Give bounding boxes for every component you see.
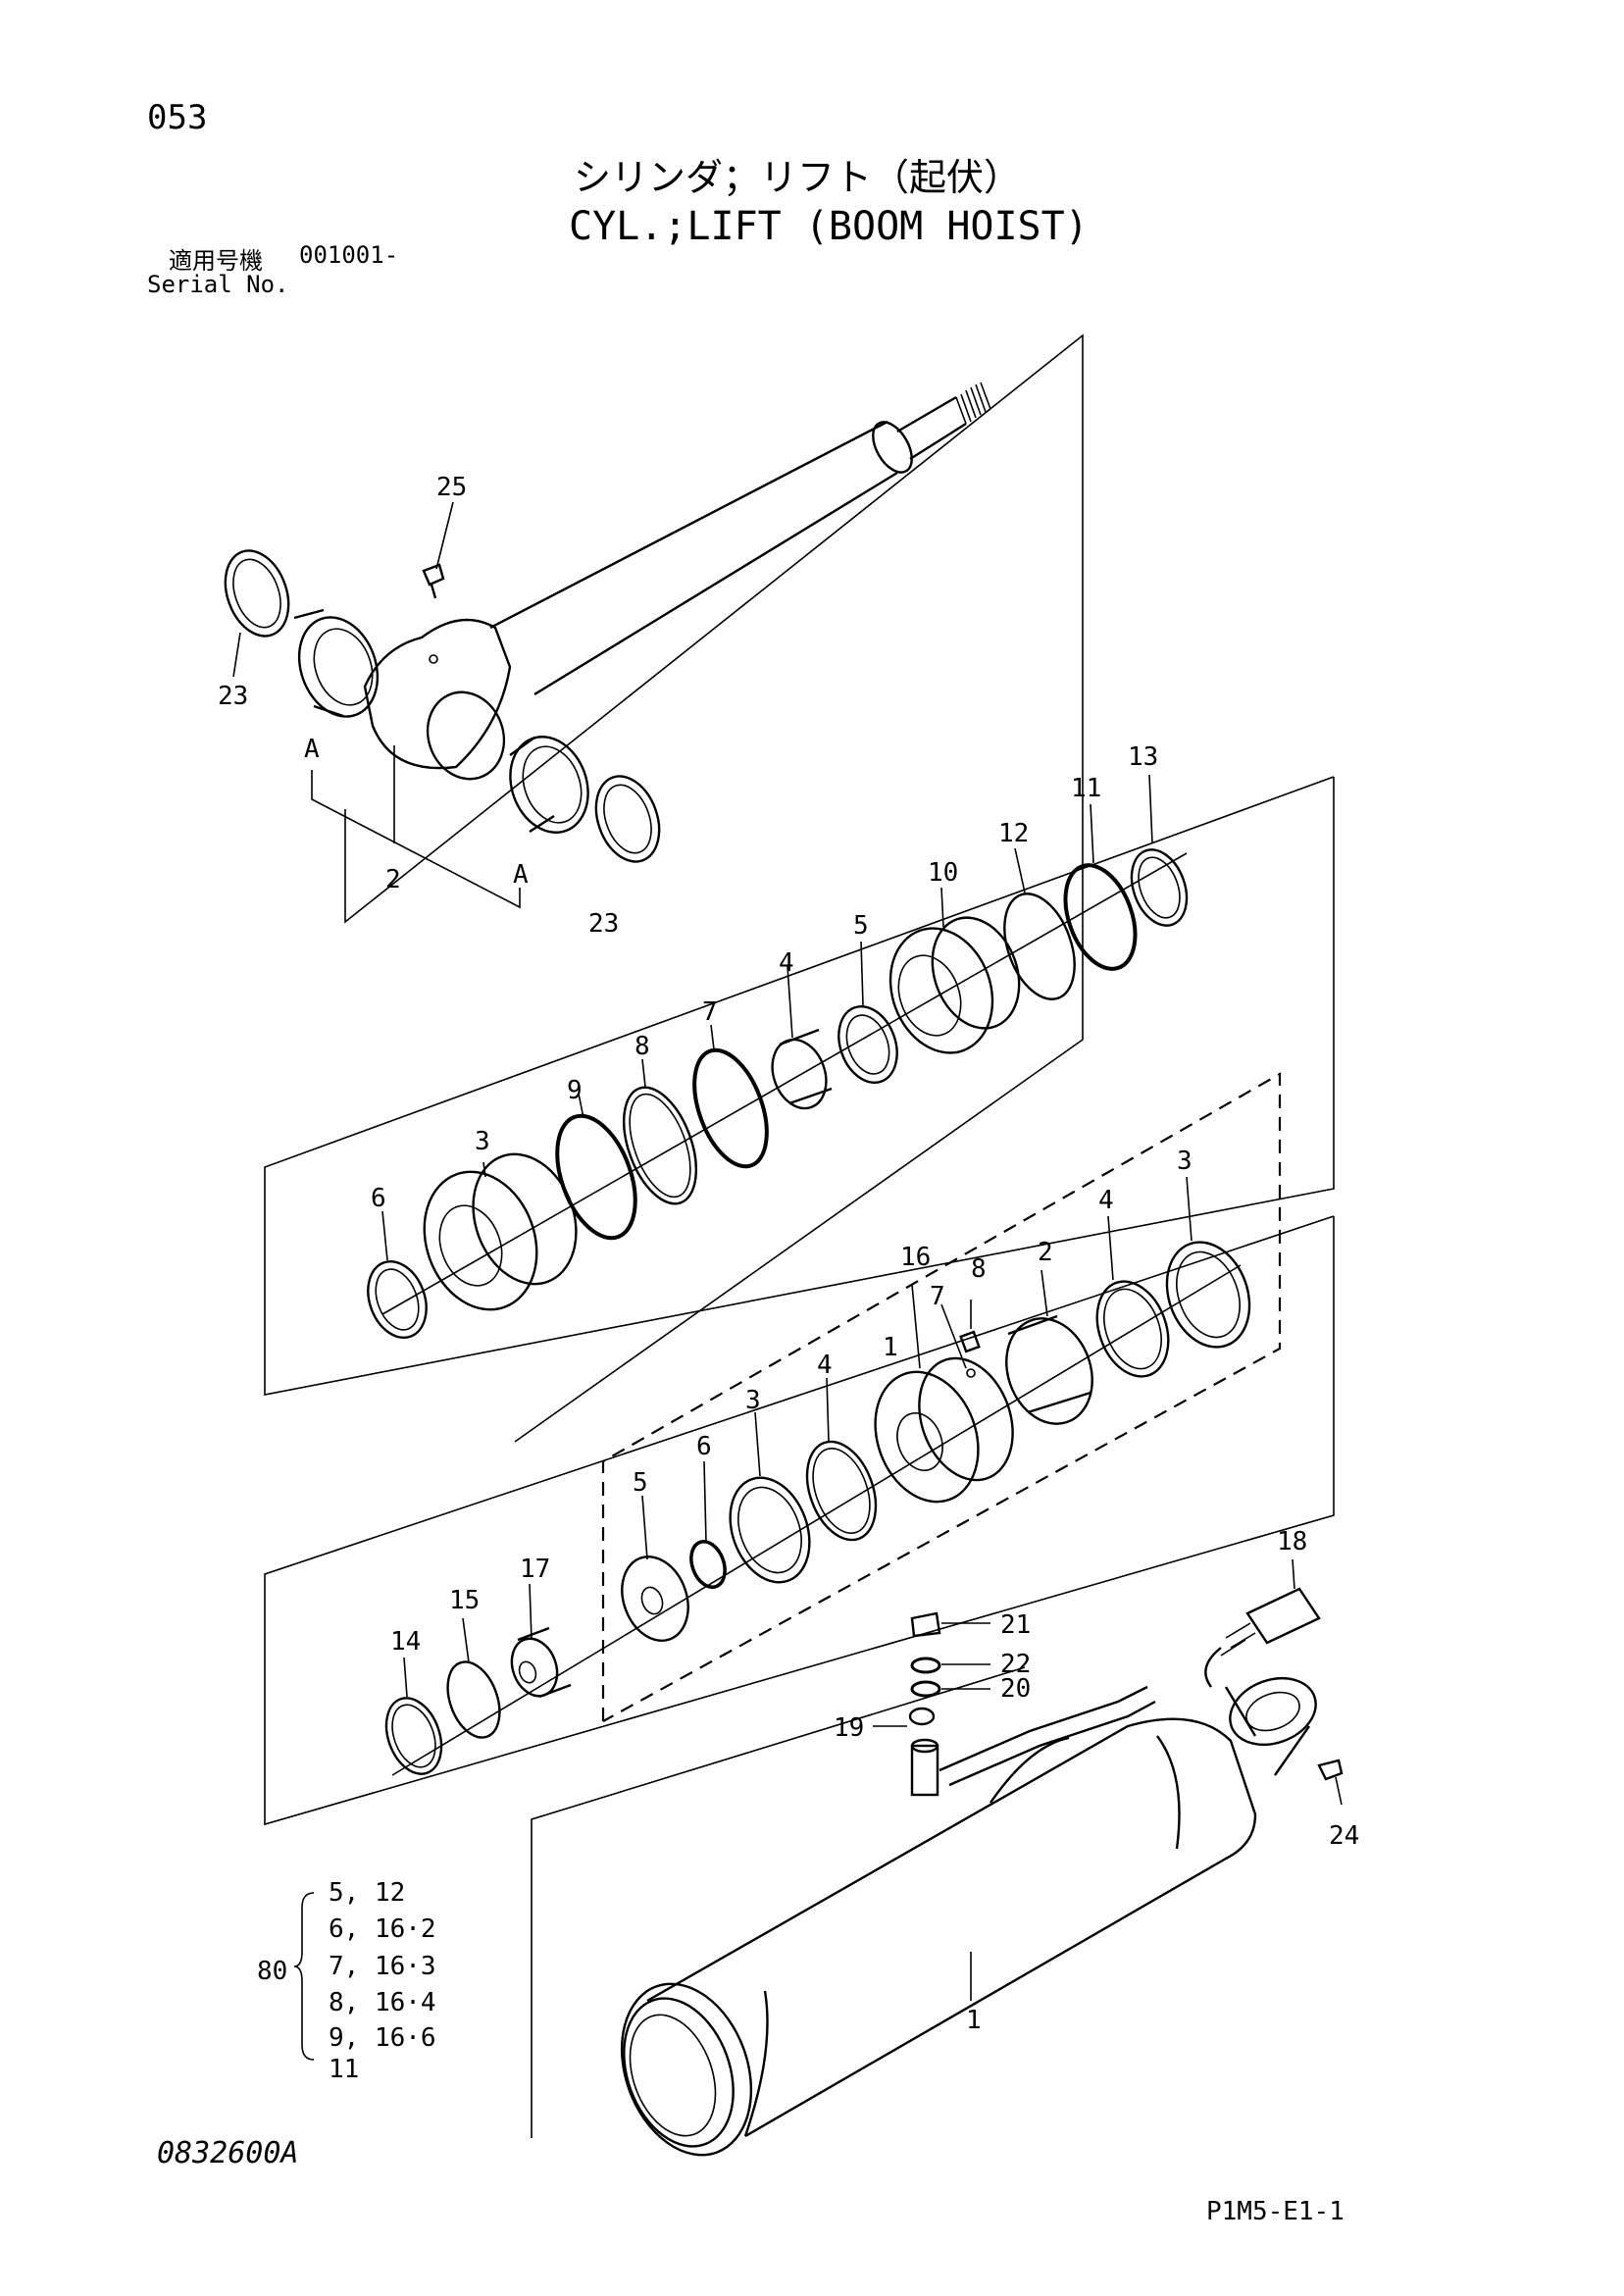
- callout-2: 2: [1038, 1238, 1053, 1267]
- callout-7: 7: [930, 1282, 945, 1311]
- cylinder-tube-assembly: 18 21 22 20 19 24 1: [531, 1527, 1359, 2157]
- callout-16: 16: [900, 1243, 931, 1272]
- callout-5: 5: [853, 911, 869, 941]
- callout-18: 18: [1277, 1527, 1307, 1556]
- kit-item: 7, 16·3: [329, 1952, 436, 1981]
- callout-3: 3: [745, 1386, 761, 1415]
- seal-kit-brace: [293, 1892, 315, 2061]
- title-english: CYL.;LIFT (BOOM HOIST): [569, 204, 1089, 249]
- callout-8: 8: [634, 1032, 650, 1061]
- callout-23: 23: [588, 909, 619, 939]
- kit-item: 11: [329, 2055, 360, 2084]
- page-number: 053: [147, 98, 208, 137]
- callout-10: 10: [928, 858, 958, 888]
- callout-21: 21: [1000, 1610, 1031, 1640]
- serial-value: 001001-: [299, 241, 399, 269]
- kit-item: 5, 12: [329, 1878, 406, 1908]
- piston-assembly: 16 8 7 2 4 3 1 4 3 6 5 17 15 14: [264, 1072, 1335, 1826]
- callout-9: 9: [567, 1076, 583, 1105]
- callout-4: 4: [817, 1351, 833, 1380]
- callout-12: 12: [998, 819, 1029, 848]
- callout-22: 22: [1000, 1650, 1031, 1679]
- callout-2: 2: [385, 865, 401, 894]
- cylinder-head-assembly: 13 11 12 10 5 4 7 8 9 3 6: [264, 742, 1335, 1396]
- callout-20: 20: [1000, 1674, 1031, 1704]
- piston-rod-assembly: 25 23 A 2 A 23: [218, 333, 1084, 1443]
- drawing-number: 0832600A: [157, 2136, 299, 2170]
- callout-11: 11: [1071, 774, 1101, 803]
- callout-3: 3: [475, 1127, 490, 1156]
- kit-number: 80: [257, 1957, 288, 1986]
- callout-14: 14: [390, 1627, 421, 1657]
- callout-13: 13: [1128, 742, 1158, 772]
- callout-19: 19: [834, 1713, 864, 1743]
- serial-label-jp: 適用号機: [169, 247, 263, 275]
- callout-25: 25: [436, 473, 467, 502]
- callout-6: 6: [696, 1432, 712, 1461]
- callout-8: 8: [971, 1254, 987, 1284]
- callout-24: 24: [1329, 1821, 1359, 1851]
- callout-1: 1: [883, 1333, 898, 1362]
- kit-item: 8, 16·4: [329, 1988, 436, 2017]
- callout-6: 6: [371, 1184, 386, 1213]
- callout-5: 5: [633, 1468, 648, 1498]
- callout-3: 3: [1177, 1147, 1193, 1176]
- callout-7: 7: [702, 997, 718, 1027]
- callout-15: 15: [449, 1586, 480, 1615]
- kit-item: 9, 16·6: [329, 2023, 436, 2053]
- callout-a: A: [513, 860, 529, 890]
- title-japanese: シリンダ；リフト（起伏）: [574, 156, 1022, 199]
- callout-a: A: [304, 735, 320, 764]
- page-code: P1M5-E1-1: [1206, 2197, 1345, 2226]
- callout-1: 1: [966, 2006, 982, 2035]
- callout-17: 17: [520, 1555, 550, 1584]
- callout-4: 4: [1098, 1186, 1114, 1215]
- serial-label-en: Serial No.: [147, 271, 289, 298]
- callout-4: 4: [779, 948, 794, 978]
- kit-item: 6, 16·2: [329, 1914, 436, 1944]
- callout-23: 23: [218, 682, 248, 711]
